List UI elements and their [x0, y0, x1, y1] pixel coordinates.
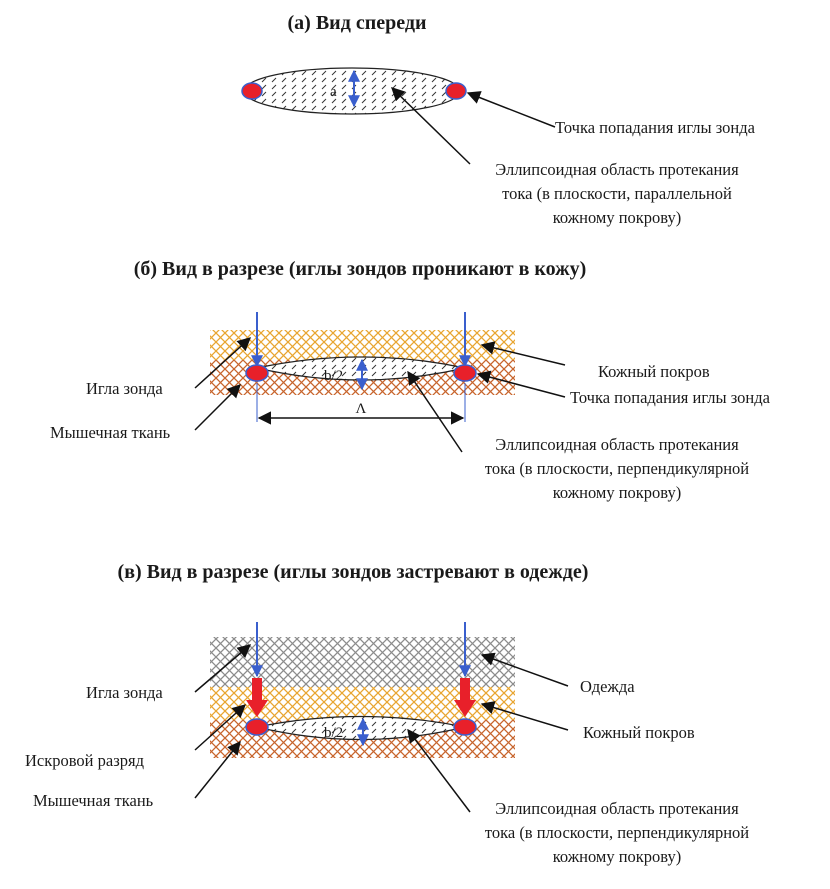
label-muscle-c: Мышечная ткань	[33, 791, 154, 810]
panel-b-title: (б) Вид в разрезе (иглы зондов проникают…	[134, 258, 587, 280]
panel-c-title: (в) Вид в разрезе (иглы зондов застреваю…	[118, 561, 589, 583]
label-ellipsoid-c-2: тока (в плоскости, перпендикулярной	[485, 823, 749, 842]
half-width-label-c: b/2	[324, 725, 343, 741]
label-ellipsoid-a-1: Эллипсоидная область протекания	[495, 160, 739, 179]
panel-a-title: (а) Вид спереди	[288, 12, 427, 34]
panel-c-section-clothing: (в) Вид в разрезе (иглы зондов застреваю…	[25, 561, 749, 866]
label-needle-b: Игла зонда	[86, 379, 163, 398]
spark-arrow-right-c	[454, 678, 476, 717]
label-entry-point-a: Точка попадания иглы зонда	[555, 118, 756, 137]
label-muscle-b: Мышечная ткань	[50, 423, 171, 442]
contact-right-b	[453, 364, 477, 382]
length-label-b: Λ	[356, 401, 367, 417]
label-ellipsoid-c-3: кожному покрову)	[553, 847, 682, 866]
contact-point-left	[241, 82, 263, 100]
pointer-ellipsoid-c	[407, 728, 471, 813]
contact-left-c	[245, 718, 269, 736]
pointer-clothing-c	[480, 652, 569, 687]
spark-arrow-left-c	[246, 678, 268, 717]
label-ellipsoid-b-3: кожному покрову)	[553, 483, 682, 502]
label-ellipsoid-c-1: Эллипсоидная область протекания	[495, 799, 739, 818]
label-ellipsoid-a-2: тока (в плоскости, параллельной	[502, 184, 732, 203]
pointer-muscle-b	[194, 384, 241, 431]
pointer-ellipsoid-a	[391, 87, 471, 165]
pointer-needle-c	[194, 644, 252, 693]
label-entry-point-b: Точка попадания иглы зонда	[570, 388, 771, 407]
contact-point-right	[445, 82, 467, 100]
pointer-spark-c	[194, 704, 247, 751]
label-ellipsoid-a-3: кожному покрову)	[553, 208, 682, 227]
contact-right-c	[453, 718, 477, 736]
label-ellipsoid-b-2: тока (в плоскости, перпендикулярной	[485, 459, 749, 478]
pointer-entry-b	[476, 370, 566, 398]
pointer-skin-c	[480, 701, 569, 731]
panel-b-section-skin: (б) Вид в разрезе (иглы зондов проникают…	[50, 258, 771, 502]
label-skin-b: Кожный покров	[598, 362, 710, 381]
label-spark-c: Искровой разряд	[25, 751, 145, 770]
label-clothing-c: Одежда	[580, 677, 635, 696]
pointer-muscle-c	[194, 740, 241, 799]
pointer-ellipsoid-b	[407, 370, 463, 453]
skin-layer-b	[210, 330, 515, 360]
front-dimension-label: a	[330, 84, 337, 100]
label-needle-c: Игла зонда	[86, 683, 163, 702]
contact-left-b	[245, 364, 269, 382]
label-skin-c: Кожный покров	[583, 723, 695, 742]
label-ellipsoid-b-1: Эллипсоидная область протекания	[495, 435, 739, 454]
front-ellipsoid	[243, 67, 461, 115]
pointer-skin-b	[480, 341, 566, 366]
pointer-needle-b	[194, 337, 251, 389]
panel-a-front-view: (а) Вид спереди a Точка попадания иглы з…	[241, 12, 756, 227]
pointer-entry-a	[466, 91, 556, 128]
half-width-label-b: b/2	[324, 368, 343, 384]
